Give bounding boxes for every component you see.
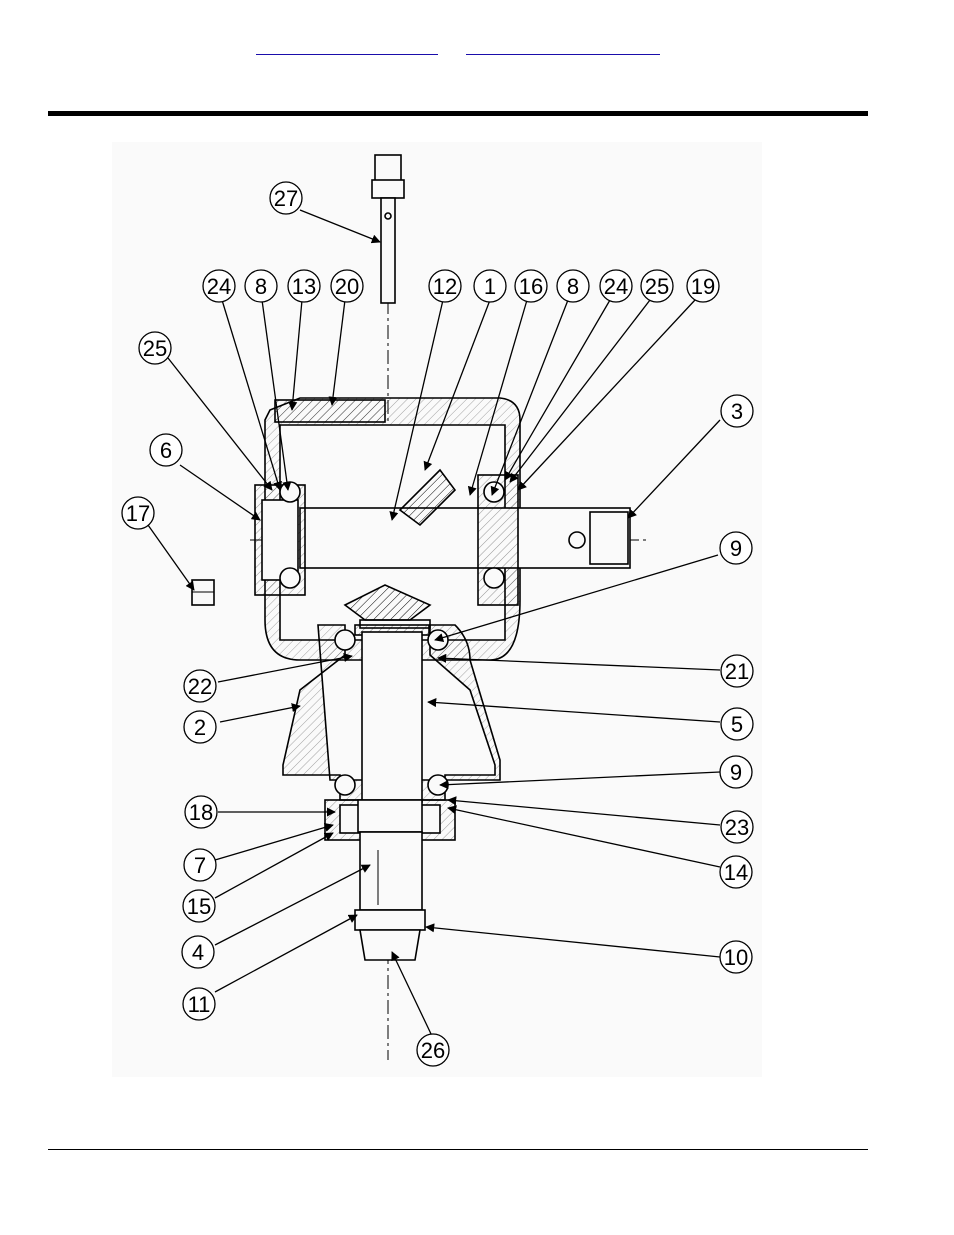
footer-rule — [48, 1149, 868, 1150]
leader-lines — [147, 209, 721, 1037]
gearbox-exploded-diagram: 27 24 8 13 20 12 1 16 8 24 25 19 25 3 6 … — [112, 142, 762, 1077]
svg-text:3: 3 — [731, 399, 743, 424]
callout-2: 2 — [183, 710, 217, 744]
callout-17: 17 — [121, 496, 155, 530]
svg-text:24: 24 — [604, 274, 628, 299]
callout-19: 19 — [686, 269, 720, 303]
callout-4: 4 — [181, 935, 215, 969]
header-rule — [48, 111, 868, 116]
callout-27: 27 — [269, 181, 303, 215]
callout-5: 5 — [720, 707, 754, 741]
svg-text:24: 24 — [207, 274, 231, 299]
svg-text:25: 25 — [143, 336, 167, 361]
svg-text:1: 1 — [484, 274, 496, 299]
svg-text:18: 18 — [189, 800, 213, 825]
callout-11: 11 — [182, 987, 216, 1021]
gearbox-body — [191, 154, 650, 1060]
svg-text:13: 13 — [292, 274, 316, 299]
svg-text:20: 20 — [335, 274, 359, 299]
callout-25: 25 — [138, 331, 172, 365]
nav-link-1[interactable] — [256, 38, 438, 55]
callout-balloons: 27 24 8 13 20 12 1 16 8 24 25 19 25 3 6 … — [121, 181, 754, 1067]
callout-7: 7 — [183, 848, 217, 882]
svg-text:11: 11 — [188, 992, 211, 1017]
svg-text:10: 10 — [724, 945, 748, 970]
svg-text:14: 14 — [724, 860, 748, 885]
callout-25: 25 — [640, 269, 674, 303]
svg-text:17: 17 — [126, 501, 150, 526]
callout-23: 23 — [720, 810, 754, 844]
svg-text:25: 25 — [645, 274, 669, 299]
svg-text:12: 12 — [433, 274, 457, 299]
svg-text:8: 8 — [255, 274, 267, 299]
svg-text:21: 21 — [725, 659, 749, 684]
svg-text:2: 2 — [194, 715, 206, 740]
callout-16: 16 — [514, 269, 548, 303]
callout-22: 22 — [183, 669, 217, 703]
callout-13: 13 — [287, 269, 321, 303]
callout-8: 8 — [556, 269, 590, 303]
nav-link-2[interactable] — [466, 38, 660, 55]
callout-9: 9 — [719, 531, 753, 565]
svg-text:7: 7 — [194, 853, 206, 878]
callout-18: 18 — [184, 795, 218, 829]
svg-text:4: 4 — [192, 940, 204, 965]
svg-text:5: 5 — [731, 712, 743, 737]
svg-text:23: 23 — [725, 815, 749, 840]
callout-21: 21 — [720, 654, 754, 688]
callout-3: 3 — [720, 394, 754, 428]
callout-20: 20 — [330, 269, 364, 303]
svg-text:26: 26 — [421, 1038, 445, 1063]
svg-text:16: 16 — [519, 274, 543, 299]
svg-text:8: 8 — [567, 274, 579, 299]
callout-14: 14 — [719, 855, 753, 889]
callout-15: 15 — [182, 889, 216, 923]
svg-text:9: 9 — [730, 536, 742, 561]
svg-text:27: 27 — [274, 186, 298, 211]
svg-text:6: 6 — [160, 438, 172, 463]
callout-6: 6 — [149, 433, 183, 467]
callout-26: 26 — [416, 1033, 450, 1067]
callout-1: 1 — [473, 269, 507, 303]
svg-text:9: 9 — [730, 760, 742, 785]
callout-24: 24 — [202, 269, 236, 303]
callout-10: 10 — [719, 940, 753, 974]
svg-text:19: 19 — [691, 274, 715, 299]
svg-text:15: 15 — [187, 894, 211, 919]
callout-9: 9 — [719, 755, 753, 789]
svg-text:22: 22 — [188, 674, 212, 699]
callout-12: 12 — [428, 269, 462, 303]
callout-8: 8 — [244, 269, 278, 303]
callout-24: 24 — [599, 269, 633, 303]
